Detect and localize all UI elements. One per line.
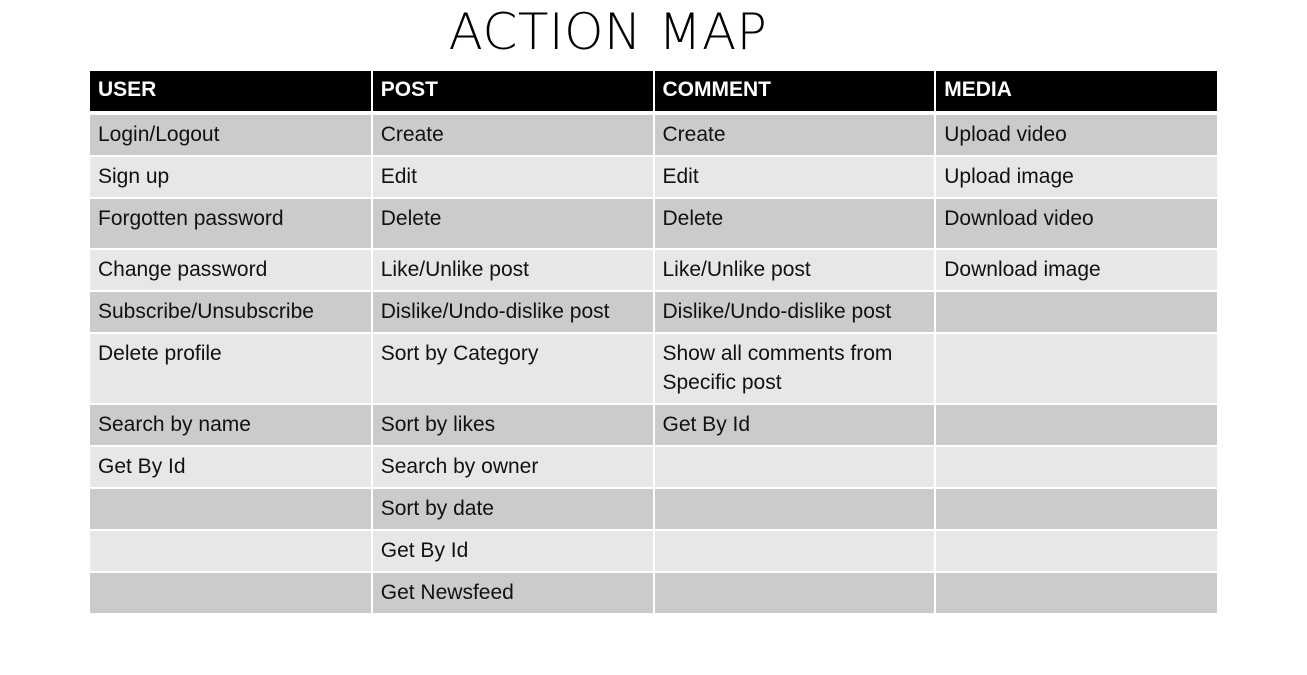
cell-user [90, 529, 373, 573]
table-row: Sign up Edit Edit Upload image [90, 155, 1217, 199]
header-row: USER POST COMMENT MEDIA [90, 71, 1217, 115]
table-row: Get By Id Search by owner [90, 445, 1217, 489]
cell-user: Sign up [90, 155, 373, 199]
slide-title-text: ACTION MAP [448, 3, 768, 61]
cell-media [934, 529, 1217, 573]
slide-title: ACTION MAP [0, 2, 1216, 62]
table-body: Login/Logout Create Create Upload video … [90, 112, 1217, 613]
table-row: Subscribe/Unsubscribe Dislike/Undo-disli… [90, 290, 1217, 334]
cell-post: Like/Unlike post [370, 248, 655, 292]
table-row: Sort by date [90, 487, 1217, 531]
cell-media [934, 445, 1217, 489]
header-post: POST [370, 71, 655, 115]
cell-user: Delete profile [90, 332, 373, 405]
cell-post: Search by owner [370, 445, 655, 489]
cell-comment: Dislike/Undo-dislike post [652, 290, 937, 334]
cell-media [934, 290, 1217, 334]
cell-post: Get By Id [370, 529, 655, 573]
cell-user: Search by name [90, 403, 373, 447]
cell-media [934, 487, 1217, 531]
cell-post: Get Newsfeed [370, 571, 655, 613]
cell-comment [652, 571, 937, 613]
cell-post: Edit [370, 155, 655, 199]
table-row: Search by name Sort by likes Get By Id [90, 403, 1217, 447]
cell-media: Download image [934, 248, 1217, 292]
cell-user: Get By Id [90, 445, 373, 489]
table-header: USER POST COMMENT MEDIA [90, 71, 1217, 115]
header-comment: COMMENT [652, 71, 937, 115]
cell-post: Sort by date [370, 487, 655, 531]
cell-post: Sort by Category [370, 332, 655, 405]
table-row: Delete profile Sort by Category Show all… [90, 332, 1217, 405]
table-row: Change password Like/Unlike post Like/Un… [90, 248, 1217, 292]
cell-comment: Show all comments from Specific post [652, 332, 937, 405]
cell-post: Sort by likes [370, 403, 655, 447]
cell-user [90, 487, 373, 531]
cell-user: Login/Logout [90, 112, 373, 157]
cell-media: Download video [934, 197, 1217, 250]
cell-comment [652, 445, 937, 489]
cell-user: Forgotten password [90, 197, 373, 250]
cell-media: Upload image [934, 155, 1217, 199]
cell-user: Change password [90, 248, 373, 292]
cell-media [934, 571, 1217, 613]
header-user: USER [90, 71, 373, 115]
cell-post: Create [370, 112, 655, 157]
table-row: Get Newsfeed [90, 571, 1217, 613]
cell-user: Subscribe/Unsubscribe [90, 290, 373, 334]
cell-comment: Like/Unlike post [652, 248, 937, 292]
header-media: MEDIA [934, 71, 1217, 115]
cell-post: Delete [370, 197, 655, 250]
action-map-table: USER POST COMMENT MEDIA Login/Logout Cre… [90, 71, 1217, 613]
cell-comment [652, 529, 937, 573]
cell-comment: Edit [652, 155, 937, 199]
table-row: Get By Id [90, 529, 1217, 573]
table-row: Login/Logout Create Create Upload video [90, 112, 1217, 157]
cell-comment: Delete [652, 197, 937, 250]
cell-media: Upload video [934, 112, 1217, 157]
cell-post: Dislike/Undo-dislike post [370, 290, 655, 334]
cell-user [90, 571, 373, 613]
table-row: Forgotten password Delete Delete Downloa… [90, 197, 1217, 250]
cell-media [934, 332, 1217, 405]
cell-comment: Create [652, 112, 937, 157]
cell-media [934, 403, 1217, 447]
cell-comment: Get By Id [652, 403, 937, 447]
cell-comment [652, 487, 937, 531]
